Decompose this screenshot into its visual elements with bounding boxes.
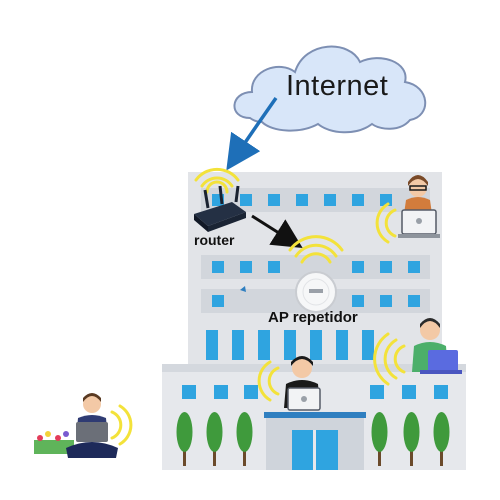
garden-flowers (34, 431, 74, 454)
internet-label: Internet (286, 70, 389, 102)
tree (433, 412, 450, 466)
laptop-icon (76, 422, 108, 442)
tree (176, 412, 193, 466)
tree (206, 412, 223, 466)
tree (371, 412, 388, 466)
router-to-ap-arrow (251, 214, 303, 249)
small-marker (240, 286, 246, 292)
window-row (212, 261, 420, 273)
laptop-icon (398, 209, 440, 238)
cloud-icon (233, 45, 427, 134)
laptop-icon (287, 387, 321, 411)
internet-arrow (226, 96, 278, 171)
wifi-signal-icon (288, 235, 344, 264)
wifi-signal-icon (110, 404, 133, 446)
wifi-signal-icon (257, 360, 280, 402)
laptop-icon (420, 350, 462, 374)
access-point-label: AP repetidor (268, 309, 358, 326)
router-icon (194, 185, 246, 232)
router-label: router (194, 232, 235, 248)
trees (176, 412, 450, 466)
tree (403, 412, 420, 466)
window-row (206, 330, 374, 360)
wifi-signal-icon (194, 167, 240, 194)
wifi-signal-icon (373, 332, 406, 386)
building (188, 172, 442, 364)
tree (236, 412, 253, 466)
access-point-icon (295, 271, 337, 313)
building-base (162, 364, 466, 470)
window-row (212, 295, 420, 307)
wifi-signal-icon (375, 202, 397, 244)
